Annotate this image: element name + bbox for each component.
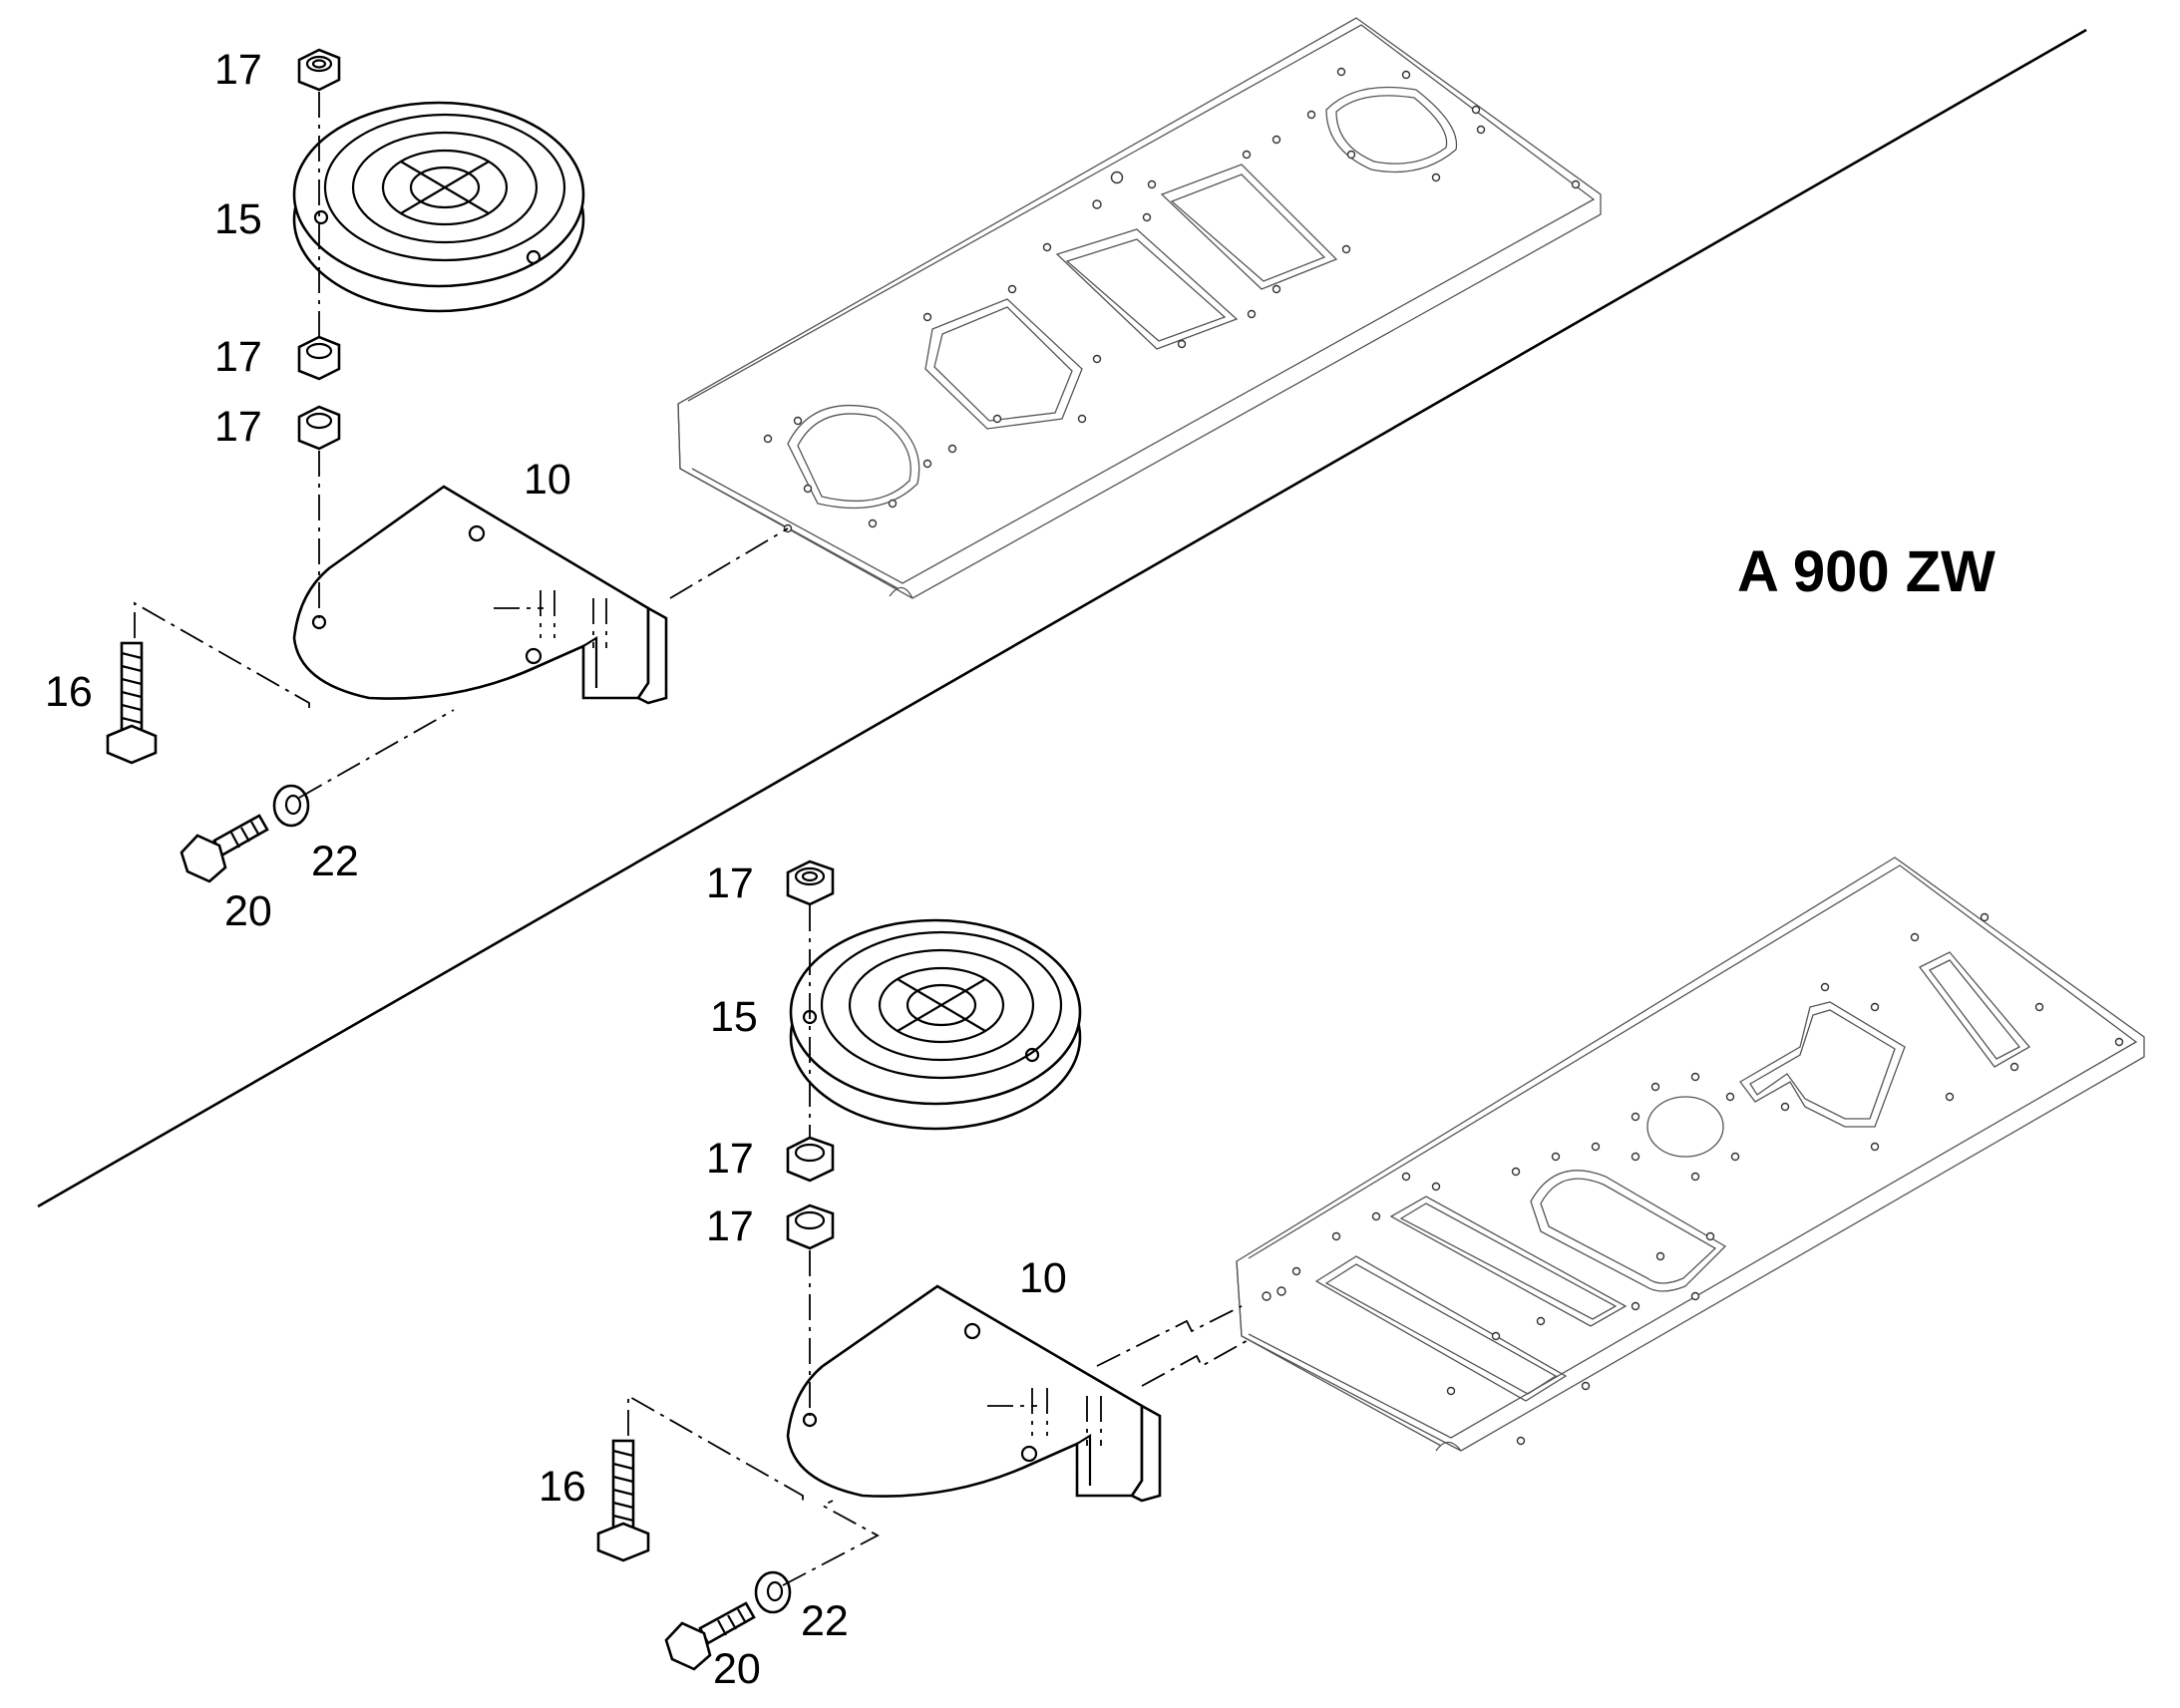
lower-bracket [786,1284,1162,1503]
upper-bolt-short [180,814,269,883]
section-divider-line [37,28,2087,1208]
upper-label-nut-top: 17 [214,46,262,94]
upper-label-bracket: 10 [524,456,571,504]
lower-plate-holes [1262,912,2124,1446]
lower-washer [754,1570,792,1614]
lower-label-bolt-long: 16 [539,1463,586,1511]
lower-nut-low [786,1203,835,1250]
lower-label-washer: 22 [801,1597,849,1645]
upper-nut-mid [297,335,341,381]
upper-label-nut-mid: 17 [214,333,262,381]
lower-level-disc [789,918,1082,1131]
upper-bolt-long [106,641,158,765]
lower-label-nut-low: 17 [706,1202,754,1250]
upper-nut-top [297,48,341,92]
upper-bracket [292,485,668,705]
upper-label-bolt-short: 20 [224,887,272,935]
upper-base-plate [677,17,1602,599]
lower-base-plate [1236,856,2145,1452]
lower-label-bracket: 10 [1019,1254,1067,1302]
model-title: A 900 ZW [1737,539,1996,604]
upper-plate-holes [763,67,1581,533]
lower-nut-top [786,859,835,906]
lower-label-nut-top: 17 [706,859,754,907]
upper-level-disc [292,101,585,313]
lower-label-bolt-short: 20 [713,1645,761,1693]
upper-label-level: 15 [214,195,262,243]
lower-bolt-long [596,1439,650,1562]
lower-label-nut-mid: 17 [706,1135,754,1183]
upper-washer [272,784,310,828]
upper-label-nut-low: 17 [214,403,262,451]
lower-bolt-short [664,1601,756,1671]
lower-nut-mid [786,1136,835,1183]
lower-assembly: 17 15 17 17 10 16 20 22 [539,856,2145,1693]
upper-assembly: 17 15 17 17 10 16 20 22 [45,17,1602,935]
lower-label-level: 15 [710,993,758,1041]
upper-label-washer: 22 [311,838,359,885]
upper-nut-low [297,405,341,451]
upper-label-bolt-long: 16 [45,668,93,716]
